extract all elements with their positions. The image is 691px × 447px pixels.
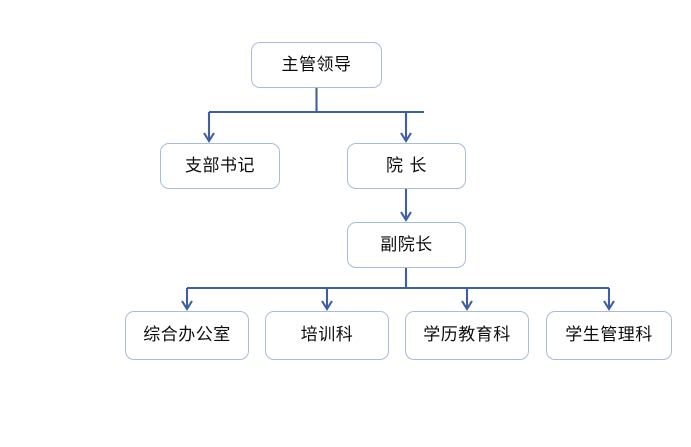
arrowhead-branch-secretary <box>203 132 215 143</box>
node-academic-education-section[interactable]: 学历教育科 <box>405 311 529 360</box>
arrowhead-training-section <box>321 300 333 311</box>
arrowhead-dean <box>400 132 412 143</box>
node-student-management-section[interactable]: 学生管理科 <box>546 311 672 360</box>
node-label-academic-education-section: 学历教育科 <box>423 325 511 345</box>
node-vice-dean[interactable]: 副院长 <box>347 222 466 268</box>
node-training-section[interactable]: 培训科 <box>265 311 389 360</box>
node-label-general-office: 综合办公室 <box>143 325 231 345</box>
arrowhead-general-office <box>181 300 193 311</box>
node-label-training-section: 培训科 <box>300 325 354 345</box>
node-dean[interactable]: 院 长 <box>347 143 466 189</box>
arrowhead-student-management-section <box>603 300 615 311</box>
node-label-vice-dean: 副院长 <box>380 234 433 255</box>
node-general-office[interactable]: 综合办公室 <box>125 311 249 360</box>
arrowhead-academic-education-section <box>461 300 473 311</box>
node-label-branch-secretary: 支部书记 <box>185 155 255 176</box>
node-supervising-leader[interactable]: 主管领导 <box>251 42 382 88</box>
node-label-supervising-leader: 主管领导 <box>281 54 352 75</box>
node-branch-secretary[interactable]: 支部书记 <box>160 143 280 189</box>
node-label-student-management-section: 学生管理科 <box>565 325 653 345</box>
node-label-dean: 院 长 <box>386 155 427 176</box>
arrowhead-vice-dean <box>400 211 412 222</box>
